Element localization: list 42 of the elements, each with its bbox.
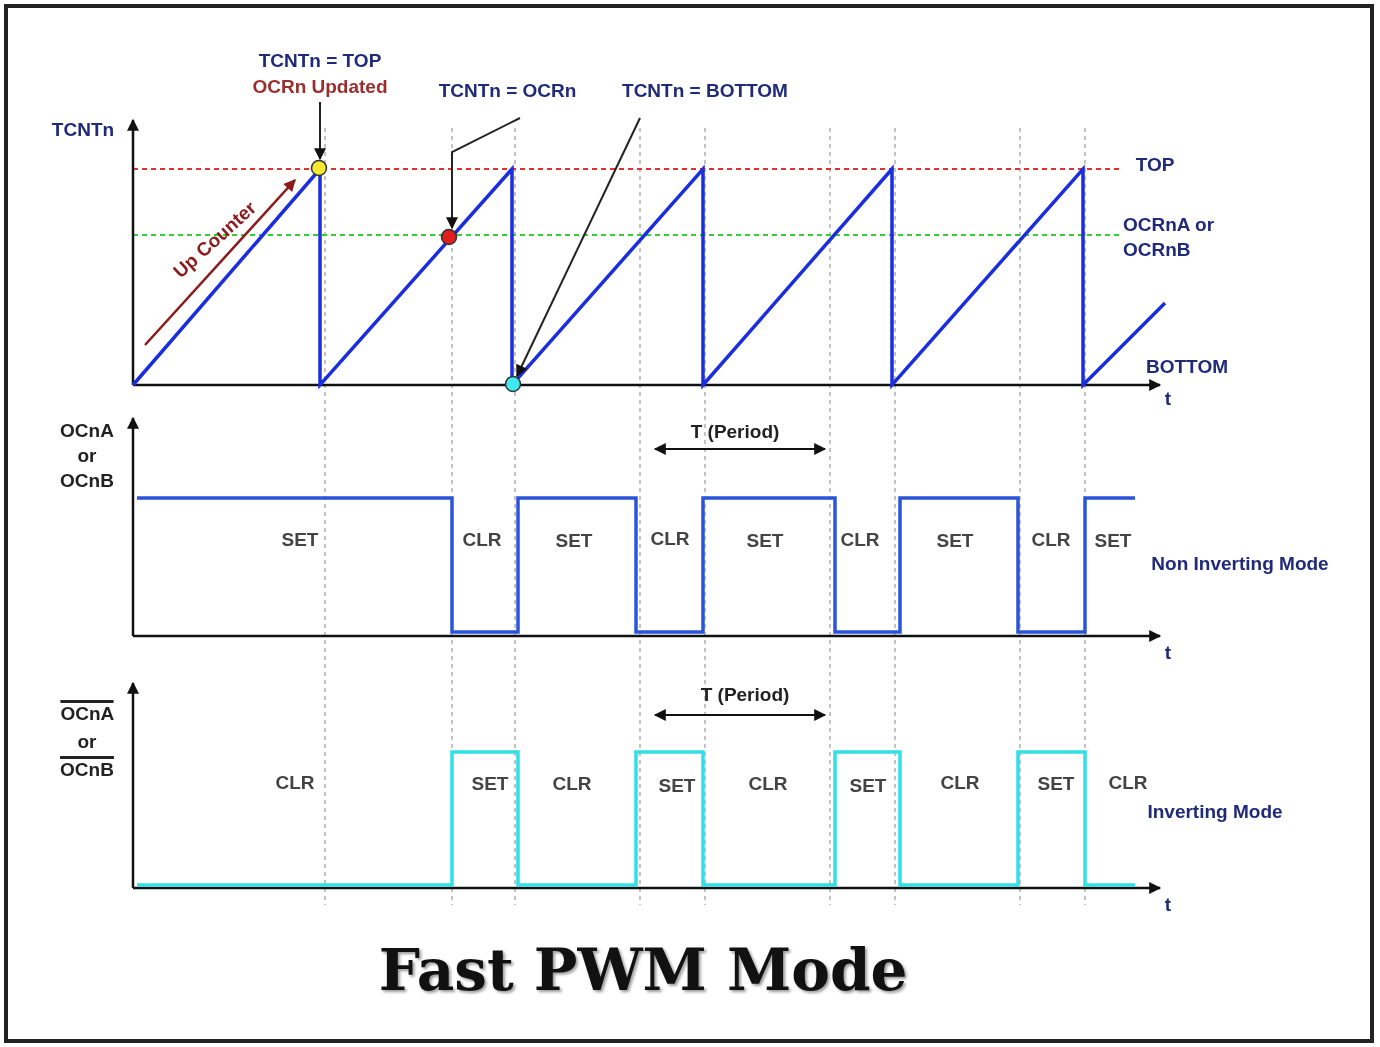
state-label: SET (281, 529, 319, 551)
state-label: CLR (940, 772, 980, 794)
axis-label: t (1164, 642, 1172, 664)
state-label: CLR (650, 528, 690, 550)
leader-line (516, 117, 641, 378)
axis-label: OCnA or OCnB (59, 418, 115, 493)
state-label: CLR (1031, 529, 1071, 551)
axis-label: TCNTn (51, 119, 115, 141)
state-label: CLR (748, 773, 788, 795)
state-label: SET (1094, 530, 1132, 552)
state-label: SET (1037, 773, 1075, 795)
axis-label: t (1164, 894, 1172, 916)
marker-dot (440, 228, 458, 246)
level-label: TOP (1135, 154, 1175, 176)
axis-label: OCnA or OCnB (59, 702, 115, 782)
state-label: SET (746, 530, 784, 552)
state-label: CLR (840, 529, 880, 551)
diagram-title: Fast PWM Mode (378, 936, 908, 1004)
state-label: CLR (552, 773, 592, 795)
marker-dot (504, 375, 522, 393)
state-label: SET (658, 775, 696, 797)
mode-label: Inverting Mode (1147, 801, 1283, 823)
state-label: SET (936, 530, 974, 552)
state-label: SET (471, 773, 509, 795)
mode-label: Non Inverting Mode (1151, 553, 1329, 575)
callout-text: TCNTn = OCRn (425, 78, 590, 104)
leader-line (446, 117, 521, 230)
callout-subtext: OCRn Updated (251, 75, 389, 99)
state-label: CLR (275, 772, 315, 794)
state-label: CLR (1108, 772, 1148, 794)
callout-text: TCNTn = BOTTOM (605, 78, 805, 104)
callout-text: TCNTn = TOP (257, 49, 383, 73)
level-label: OCRnA or OCRnB (1123, 213, 1216, 262)
period-label: T (Period) (690, 421, 780, 443)
axis-label: t (1164, 388, 1172, 410)
state-label: SET (849, 775, 887, 797)
marker-dot (310, 159, 328, 177)
state-label: SET (555, 530, 593, 552)
state-label: CLR (462, 529, 502, 551)
leader-line (314, 101, 326, 161)
period-label: T (Period) (700, 684, 790, 706)
level-label: BOTTOM (1146, 356, 1228, 378)
